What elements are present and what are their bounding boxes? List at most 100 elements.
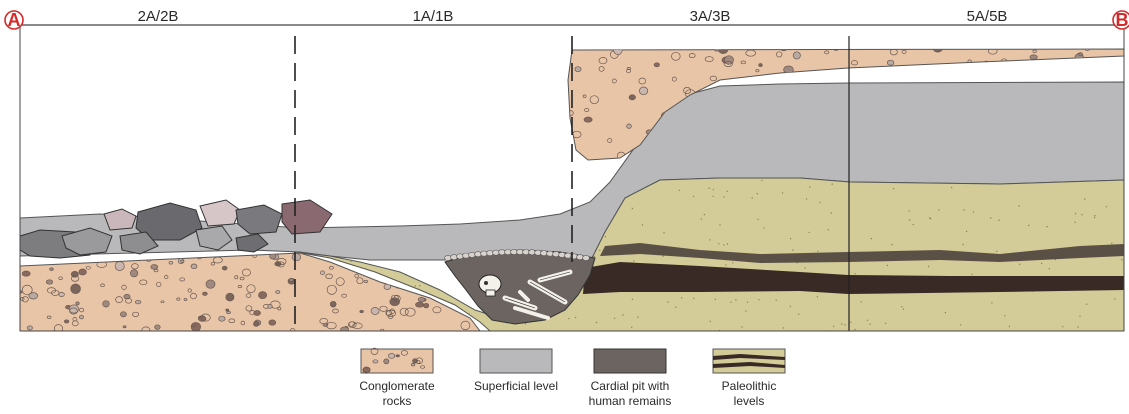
section-label-3a-3b: 3A/3B — [690, 8, 731, 25]
pebble — [59, 293, 65, 297]
sediment-dot — [783, 327, 784, 328]
sediment-dot — [962, 244, 963, 245]
pebble — [130, 270, 137, 277]
sediment-dot — [999, 220, 1000, 221]
sediment-dot — [596, 322, 597, 323]
pebble — [222, 266, 227, 270]
sediment-dot — [556, 184, 557, 185]
pebble — [629, 95, 635, 100]
marker-b-letter: B — [1116, 10, 1129, 30]
sediment-dot — [622, 314, 623, 315]
sediment-dot — [727, 243, 728, 244]
pit-rim-pebble — [583, 255, 590, 260]
sediment-dot — [1062, 326, 1063, 327]
sediment-dot — [423, 180, 424, 181]
pebble — [1030, 55, 1037, 59]
pebble — [1085, 46, 1091, 50]
marker-b: B — [1113, 10, 1129, 30]
sediment-dot — [893, 188, 894, 189]
sediment-dot — [1019, 205, 1020, 206]
sediment-dot — [675, 307, 676, 308]
sediment-dot — [831, 212, 832, 213]
sediment-dot — [913, 224, 914, 225]
sediment-dot — [415, 285, 416, 286]
legend-item-paleolithic: Paleolithic levels — [713, 349, 785, 408]
sediment-dot — [929, 217, 930, 218]
sediment-dot — [632, 299, 633, 300]
pit-rim-pebble — [457, 254, 464, 259]
pebble — [71, 284, 81, 294]
pebble — [933, 45, 943, 53]
sediment-dot — [594, 256, 595, 257]
sediment-dot — [701, 218, 702, 219]
sediment-dot — [637, 317, 638, 318]
sediment-dot — [325, 196, 326, 197]
pebble — [828, 72, 833, 75]
pebble — [203, 292, 208, 295]
sediment-dot — [537, 207, 538, 208]
sediment-dot — [757, 193, 758, 194]
sediment-dot — [966, 231, 967, 232]
sediment-dot — [741, 326, 742, 327]
pebble — [35, 260, 39, 263]
pebble — [46, 280, 52, 284]
sediment-dot — [578, 186, 579, 187]
pebble — [219, 316, 225, 321]
sediment-dot — [1084, 198, 1085, 199]
sediment-dot — [1049, 268, 1050, 269]
sediment-dot — [909, 219, 910, 220]
sediment-dot — [1094, 215, 1095, 216]
legend: Conglomerate rocks Superficial level Car… — [359, 348, 785, 408]
pit-rim-pebble — [451, 255, 458, 260]
sediment-dot — [347, 181, 348, 182]
sediment-dot — [938, 209, 939, 210]
pebble — [575, 67, 581, 72]
legend-label-paleolithic-2: levels — [734, 394, 765, 408]
pebble — [64, 320, 69, 323]
sediment-dot — [730, 302, 731, 303]
sediment-dot — [456, 220, 457, 221]
sediment-dot — [633, 260, 634, 261]
pebble — [614, 46, 623, 55]
sediment-dot — [798, 314, 799, 315]
pebble — [945, 66, 951, 71]
pebble — [360, 310, 364, 312]
pebble — [920, 77, 924, 80]
pebble — [898, 67, 905, 72]
sediment-dot — [534, 198, 535, 199]
sediment-dot — [642, 224, 643, 225]
sediment-dot — [804, 267, 805, 268]
sediment-dot — [1094, 217, 1095, 218]
pebble — [191, 264, 197, 269]
sediment-dot — [817, 296, 818, 297]
sediment-dot — [709, 188, 710, 189]
sediment-dot — [951, 187, 952, 188]
pebble — [269, 320, 276, 325]
sediment-dot — [459, 297, 460, 298]
sediment-dot — [681, 297, 682, 298]
section-label-2a-2b: 2A/2B — [138, 8, 179, 25]
legend-swatch-paleolithic — [713, 349, 785, 373]
pebble — [103, 301, 110, 307]
sediment-dot — [632, 208, 633, 209]
sediment-dot — [723, 244, 724, 245]
sediment-dot — [421, 262, 422, 263]
sediment-dot — [870, 324, 871, 325]
section-label-1a-1b: 1A/1B — [413, 8, 454, 25]
legend-label-cardial-pit-1: Cardial pit with — [591, 379, 670, 393]
pebble — [320, 271, 324, 275]
pebble — [292, 253, 301, 260]
sediment-dot — [833, 326, 834, 327]
sediment-dot — [725, 264, 726, 265]
pebble — [627, 124, 632, 128]
sediment-dot — [447, 180, 448, 181]
pebble — [426, 269, 436, 276]
pebble — [417, 265, 427, 271]
legend-label-superficial: Superficial level — [474, 379, 558, 393]
sediment-dot — [693, 196, 694, 197]
sediment-dot — [458, 222, 459, 223]
sediment-dot — [735, 299, 736, 300]
pebble — [79, 269, 87, 275]
sediment-dot — [723, 196, 724, 197]
